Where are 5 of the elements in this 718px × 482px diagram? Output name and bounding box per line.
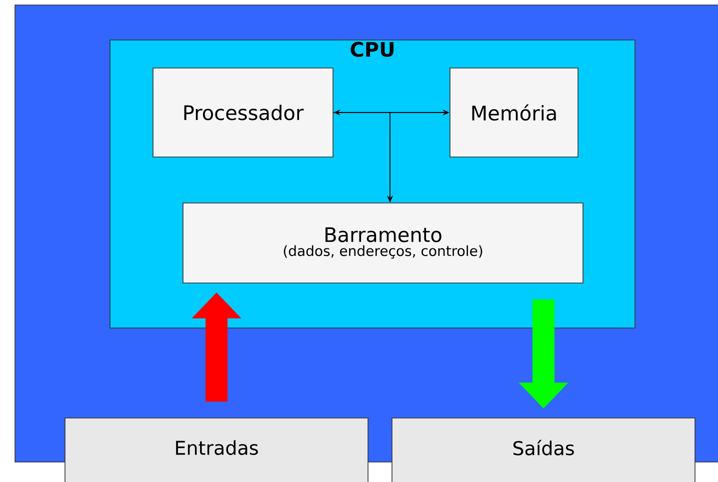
input-box: Entradas: [64, 418, 368, 482]
processor-box: Processador: [152, 68, 334, 158]
memory-box: Memória: [450, 68, 578, 158]
bus-box: Barramento (dados, endereços, controle): [182, 202, 584, 284]
output-box: Saídas: [392, 418, 696, 482]
